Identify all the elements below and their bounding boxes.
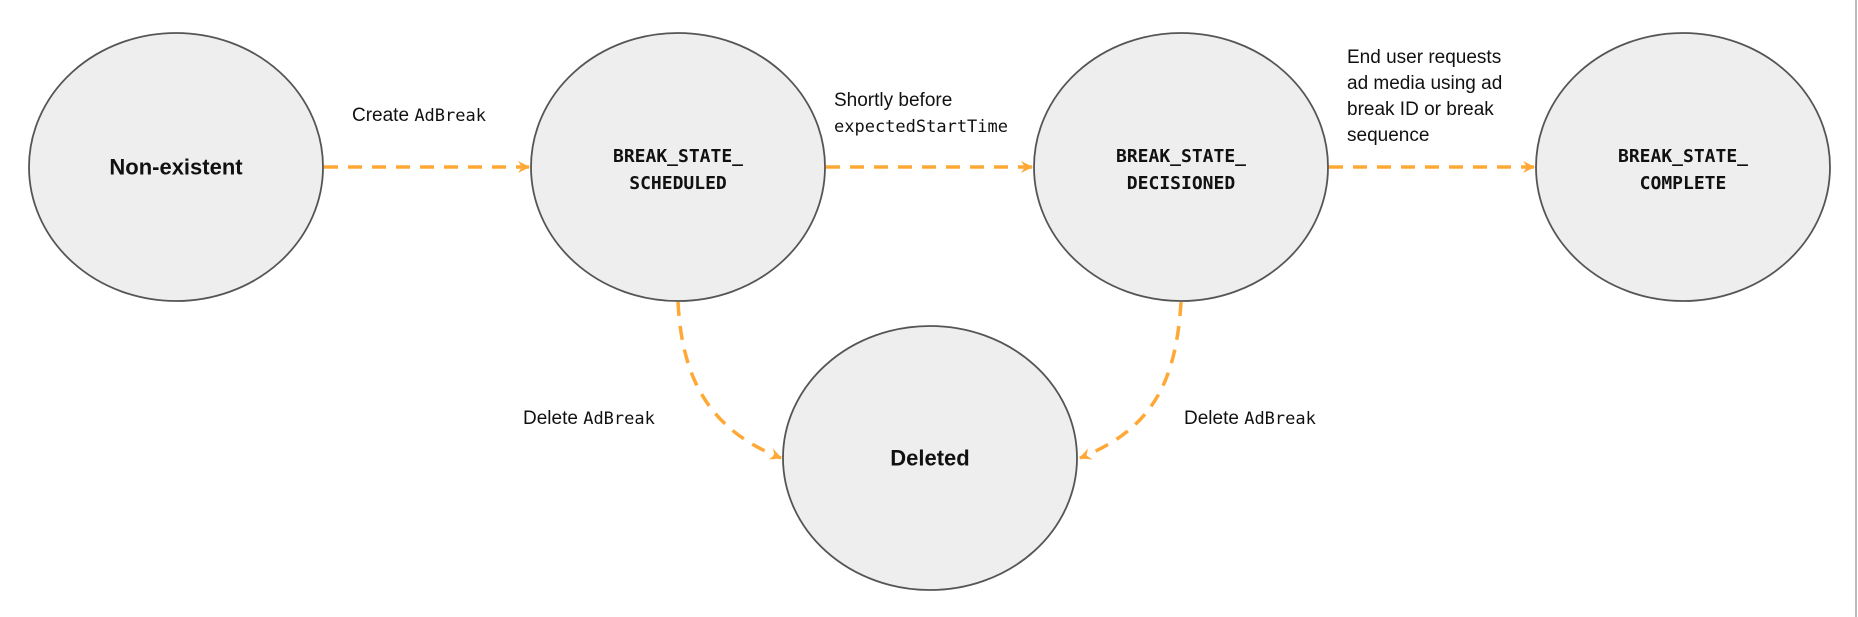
node-scheduled	[530, 32, 826, 302]
label-delete-right-code: AdBreak	[1244, 409, 1316, 429]
state-complete: BREAK_STATE_ COMPLETE	[1618, 143, 1748, 197]
label-enduser-line3: break ID or break	[1347, 99, 1494, 120]
arrow-delete-right	[1079, 301, 1183, 460]
state-nonexistent: Non-existent	[109, 154, 243, 180]
label-shortly: Shortly before expectedStartTime	[834, 88, 1008, 140]
label-enduser-line1: End user requests	[1347, 47, 1502, 68]
state-decisioned: BREAK_STATE_ DECISIONED	[1116, 143, 1246, 197]
node-complete	[1535, 32, 1831, 302]
label-shortly-code: expectedStartTime	[834, 117, 1008, 137]
label-create-code: AdBreak	[414, 106, 486, 126]
arrow-delete-left	[676, 301, 782, 460]
node-decisioned	[1033, 32, 1329, 302]
state-complete-line2: COMPLETE	[1639, 173, 1727, 194]
state-decisioned-line1: BREAK_STATE_	[1115, 146, 1247, 167]
label-create: Create AdBreak	[352, 103, 486, 129]
state-complete-line1: BREAK_STATE_	[1617, 146, 1749, 167]
right-border-line	[1855, 0, 1857, 617]
node-nonexistent	[28, 32, 324, 302]
node-deleted	[782, 325, 1078, 591]
label-create-text: Create	[352, 105, 415, 126]
state-decisioned-line2: DECISIONED	[1126, 173, 1236, 194]
state-scheduled-line2: SCHEDULED	[629, 173, 727, 194]
label-delete-right: Delete AdBreak	[1184, 406, 1316, 432]
label-shortly-text: Shortly before	[834, 90, 953, 111]
label-delete-left-code: AdBreak	[583, 409, 655, 429]
label-delete-left-text: Delete	[523, 408, 584, 429]
label-enduser-line4: sequence	[1347, 125, 1430, 146]
label-delete-left: Delete AdBreak	[523, 406, 655, 432]
label-enduser: End user requests ad media using ad brea…	[1347, 45, 1502, 149]
state-deleted: Deleted	[890, 445, 970, 471]
label-enduser-line2: ad media using ad	[1347, 73, 1503, 94]
label-delete-right-text: Delete	[1184, 408, 1245, 429]
state-scheduled-line1: BREAK_STATE_	[612, 146, 744, 167]
state-scheduled: BREAK_STATE_ SCHEDULED	[613, 143, 743, 197]
